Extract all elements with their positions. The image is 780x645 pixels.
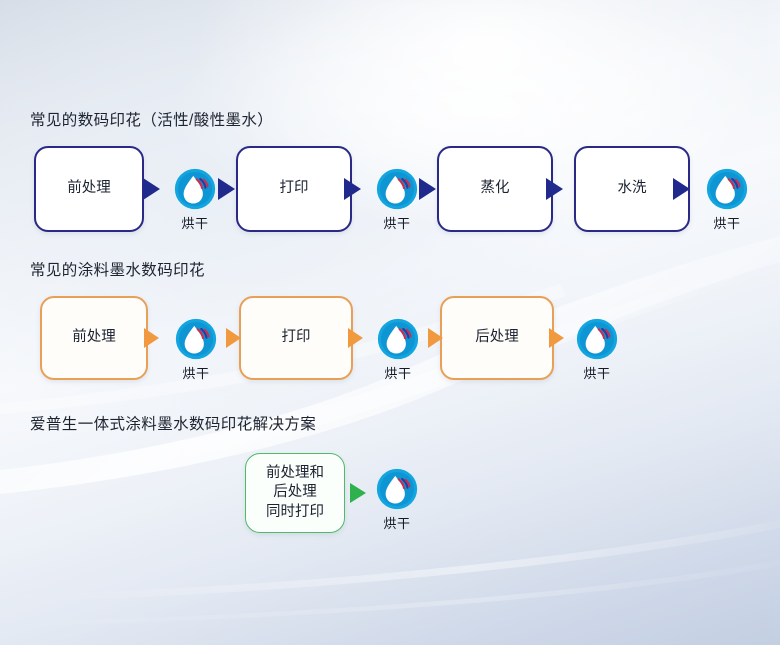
dry-heat-droplet-icon [174, 168, 216, 210]
dry-heat-droplet-icon [706, 168, 748, 210]
dry-heat-droplet-icon [377, 318, 419, 360]
arrow-right-icon [218, 178, 235, 200]
arrow-right-icon [344, 178, 361, 200]
process-box-label: 打印 [281, 329, 311, 346]
arrow-right-icon [428, 328, 443, 348]
process-box-label: 蒸化 [480, 180, 510, 197]
process-box-pretreatment-row2[interactable]: 前处理 [40, 296, 148, 380]
section-title-epson-all-in-one: 爱普生一体式涂料墨水数码印花解决方案 [30, 416, 317, 433]
process-box-steaming-row1[interactable]: 蒸化 [437, 146, 553, 232]
process-box-pretreatment-row1[interactable]: 前处理 [34, 146, 144, 232]
arrow-right-icon [350, 483, 366, 503]
arrow-right-icon [546, 178, 563, 200]
section-title-reactive-acid-ink: 常见的数码印花（活性/酸性墨水） [30, 112, 274, 129]
dryer-icon-group-row2-3[interactable]: 烘干 [574, 318, 620, 382]
arrow-right-icon [348, 328, 363, 348]
dry-heat-droplet-icon [576, 318, 618, 360]
dryer-label: 烘干 [181, 216, 209, 231]
dryer-label: 烘干 [383, 516, 411, 531]
arrow-right-icon [549, 328, 564, 348]
process-box-label: 前处理和 后处理 同时打印 [266, 465, 324, 520]
dryer-icon-group-row1-2[interactable]: 烘干 [374, 168, 420, 232]
process-box-label: 前处理 [72, 329, 116, 346]
arrow-right-icon [143, 178, 160, 200]
process-box-print-row2[interactable]: 打印 [239, 296, 353, 380]
process-box-label: 前处理 [67, 180, 111, 197]
dryer-icon-group-row3-1[interactable]: 烘干 [374, 468, 420, 532]
arrow-right-icon [226, 328, 241, 348]
dryer-icon-group-row2-1[interactable]: 烘干 [173, 318, 219, 382]
dry-heat-droplet-icon [376, 168, 418, 210]
dry-heat-droplet-icon [175, 318, 217, 360]
dryer-icon-group-row1-3[interactable]: 烘干 [704, 168, 750, 232]
process-box-integrated-print-row3[interactable]: 前处理和 后处理 同时打印 [245, 453, 345, 533]
process-box-label: 打印 [279, 180, 309, 197]
section-title-pigment-ink: 常见的涂料墨水数码印花 [30, 262, 205, 279]
process-box-print-row1[interactable]: 打印 [236, 146, 352, 232]
dry-heat-droplet-icon [376, 468, 418, 510]
arrow-right-icon [419, 178, 436, 200]
process-box-label: 后处理 [475, 329, 519, 346]
process-box-posttreatment-row2[interactable]: 后处理 [440, 296, 554, 380]
dryer-icon-group-row1-1[interactable]: 烘干 [172, 168, 218, 232]
arrow-right-icon [673, 178, 690, 200]
dryer-label: 烘干 [713, 216, 741, 231]
dryer-label: 烘干 [383, 216, 411, 231]
dryer-label: 烘干 [182, 366, 210, 381]
dryer-label: 烘干 [384, 366, 412, 381]
arrow-right-icon [144, 328, 159, 348]
dryer-icon-group-row2-2[interactable]: 烘干 [375, 318, 421, 382]
process-box-label: 水洗 [617, 180, 647, 197]
dryer-label: 烘干 [583, 366, 611, 381]
